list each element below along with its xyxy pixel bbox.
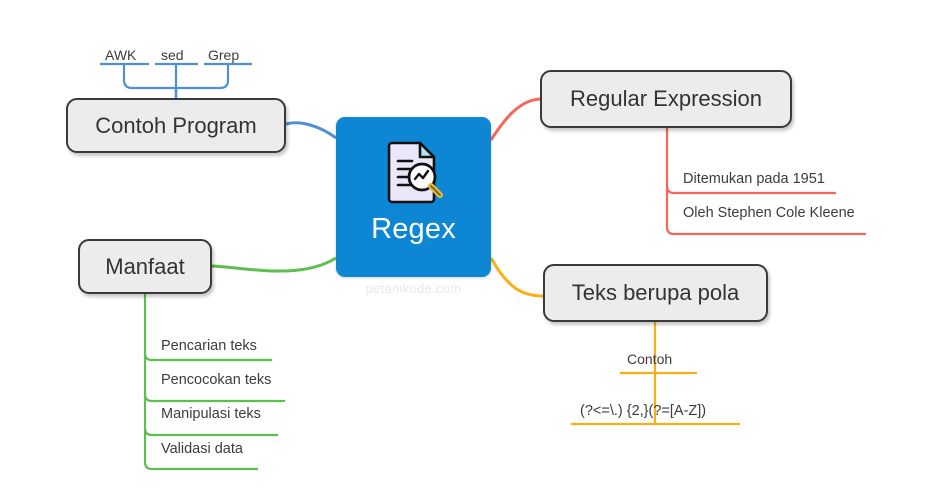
central-node-regex[interactable]: Regex [336,117,491,277]
branch-node-regular-expression[interactable]: Regular Expression [540,70,792,128]
leaf-contoh[interactable]: Contoh [627,351,673,367]
leaf-pencarian-teks[interactable]: Pencarian teks [161,338,257,354]
branch-node-contoh-program[interactable]: Contoh Program [66,98,286,153]
leaf-regex-pattern[interactable]: (?<=\.) {2,}(?=[A-Z]) [580,403,707,419]
branch-label-regular-expression: Regular Expression [570,86,762,111]
wire-bracket-arc [122,64,230,90]
leaf-sed[interactable]: sed [161,47,184,63]
branch-label-manfaat: Manfaat [105,253,185,279]
wire-center-to-teks-pola [489,257,544,298]
leaf-pencocokan-teks[interactable]: Pencocokan teks [161,372,272,388]
wire-center-to-contoh-program [285,121,337,140]
leaf-grep[interactable]: Grep [208,47,240,63]
wire-center-to-manfaat [211,256,337,273]
leaf-validasi-data[interactable]: Validasi data [161,441,243,457]
watermark: petanikode.com [365,281,462,296]
branch-label-contoh-program: Contoh Program [95,112,257,138]
branch-label-teks-berupa-pola: Teks berupa pola [571,280,740,305]
leaf-oleh-stephen-cole-kleene[interactable]: Oleh Stephen Cole Kleene [683,205,855,221]
wire-center-to-regular-expression [489,97,541,141]
document-magnifier-icon [387,141,443,204]
leaf-manipulasi-teks[interactable]: Manipulasi teks [161,406,261,422]
leaf-awk[interactable]: AWK [105,47,137,63]
branch-node-teks-berupa-pola[interactable]: Teks berupa pola [543,264,768,322]
central-node-label: Regex [371,213,456,245]
branch-node-manfaat[interactable]: Manfaat [78,239,212,294]
leaf-ditemukan-pada-1951[interactable]: Ditemukan pada 1951 [683,171,825,187]
